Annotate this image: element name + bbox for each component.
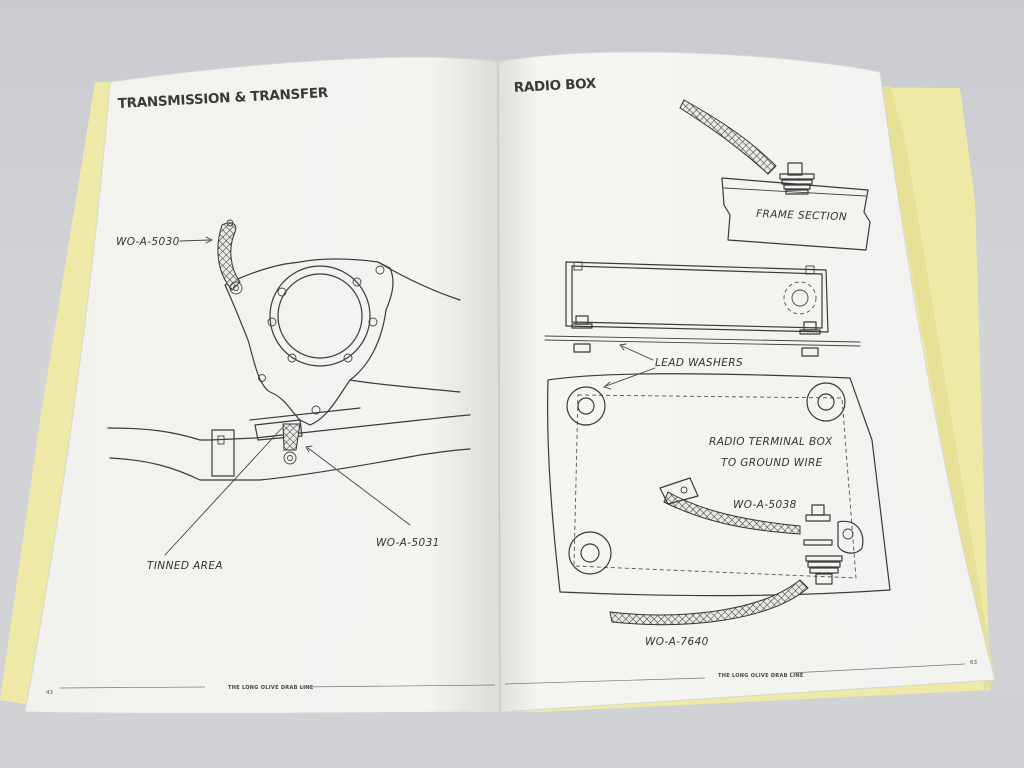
right-page-heading: RADIO BOX xyxy=(513,76,597,96)
radio-box-diagram xyxy=(544,99,891,626)
label-wo-a-7640: WO-A-7640 xyxy=(645,636,709,648)
right-page-number: 63 xyxy=(970,660,977,666)
left-footer-text: THE LONG OLIVE DRAB LINE xyxy=(228,685,314,691)
transmission-diagram xyxy=(107,219,471,556)
left-footer: 43 THE LONG OLIVE DRAB LINE xyxy=(46,684,496,696)
label-terminal-box-line1: RADIO TERMINAL BOX xyxy=(709,436,833,448)
right-footer: THE LONG OLIVE DRAB LINE 63 xyxy=(504,660,977,685)
label-wo-a-5031: WO-A-5031 xyxy=(376,537,440,549)
book-cover-edge xyxy=(880,85,995,692)
label-wo-a-5038: WO-A-5038 xyxy=(733,499,797,511)
label-tinned-area: TINNED AREA xyxy=(147,560,223,572)
label-frame-section: FRAME SECTION xyxy=(756,208,847,223)
left-page-number: 43 xyxy=(46,690,53,696)
left-page xyxy=(24,56,501,714)
right-footer-text: THE LONG OLIVE DRAB LINE xyxy=(718,673,804,679)
label-wo-a-5030: WO-A-5030 xyxy=(116,236,180,248)
label-lead-washers: LEAD WASHERS xyxy=(655,357,743,369)
label-terminal-box-line2: TO GROUND WIRE xyxy=(721,457,823,469)
right-page xyxy=(497,51,996,713)
